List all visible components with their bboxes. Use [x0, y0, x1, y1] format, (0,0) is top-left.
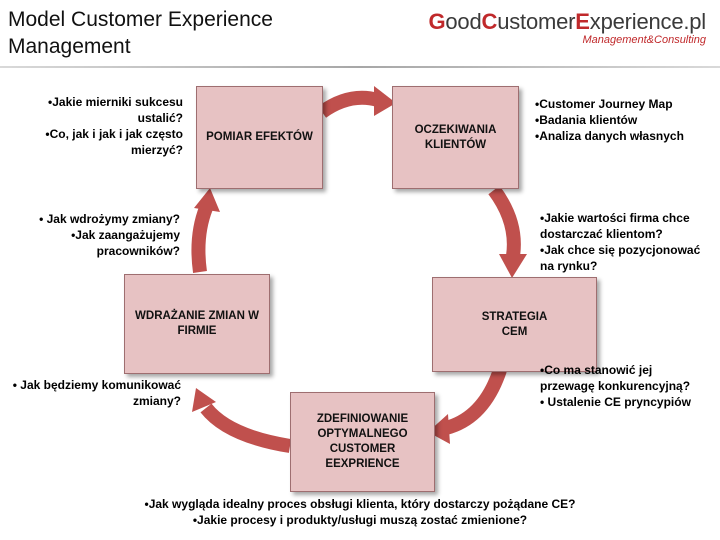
- note-line: • Jak będziemy komunikować zmiany?: [12, 378, 181, 408]
- note-line: •Jak wygląda idealny proces obsługi klie…: [144, 497, 576, 511]
- box-pomiar-efektow: POMIAR EFEKTÓW: [196, 86, 323, 189]
- note-low-left: • Jak będziemy komunikować zmiany?: [0, 377, 181, 409]
- header-divider: [0, 66, 720, 68]
- box-zdefiniowanie: ZDEFINIOWANIE OPTYMALNEGO CUSTOMER EEXPR…: [290, 392, 435, 492]
- note-line: •Analiza danych własnych: [535, 129, 684, 143]
- arrow-wdrazanie-to-pomiar: [191, 188, 220, 273]
- box-oczekiwania-klientow: OCZEKIWANIA KLIENTÓW: [392, 86, 519, 189]
- logo: GoodCustomerExperience.pl Management&Con…: [428, 9, 706, 47]
- note-top-right: •Customer Journey Map •Badania klientów …: [535, 96, 715, 144]
- box-strategia-cem: STRATEGIA CEM: [432, 277, 597, 372]
- note-mid-left: • Jak wdrożymy zmiany? •Jak zaangażujemy…: [30, 211, 180, 259]
- note-low-right: •Co ma stanowić jej przewagę konkurencyj…: [540, 362, 710, 410]
- note-line: •Jakie mierniki sukcesu ustalić?: [48, 95, 183, 125]
- logo-wordmark: GoodCustomerExperience.pl: [428, 9, 706, 34]
- note-line: • Ustalenie CE pryncypiów: [540, 395, 691, 409]
- arrow-oczekiwania-to-strategia: [488, 185, 527, 278]
- logo-tagline: Management&Consulting: [582, 34, 706, 46]
- note-line: •Co, jak i jak i jak często mierzyć?: [45, 127, 183, 157]
- note-top-left: •Jakie mierniki sukcesu ustalić? •Co, ja…: [0, 94, 183, 158]
- note-line: •Jakie wartości firma chce dostarczać kl…: [540, 211, 690, 241]
- note-bottom: •Jak wygląda idealny proces obsługi klie…: [60, 496, 660, 528]
- note-line: •Badania klientów: [535, 113, 638, 127]
- note-mid-right: •Jakie wartości firma chce dostarczać kl…: [540, 210, 710, 274]
- note-line: •Jak chce się pozycjonować na rynku?: [540, 243, 701, 273]
- arrow-strategia-to-zdefiniowanie: [428, 367, 507, 444]
- note-line: • Jak wdrożymy zmiany?: [39, 212, 180, 226]
- page-title: Model Customer Experience Management: [8, 8, 273, 58]
- note-line: •Co ma stanowić jej przewagę konkurencyj…: [540, 363, 691, 393]
- arrow-zdefiniowanie-to-wdrazanie: [192, 388, 292, 453]
- box-wdrazanie-zmian: WDRAŻANIE ZMIAN W FIRMIE: [124, 274, 270, 374]
- note-line: •Customer Journey Map: [535, 97, 673, 111]
- note-line: •Jak zaangażujemy pracowników?: [71, 228, 180, 258]
- arrow-pomiar-to-oczekiwania: [317, 86, 396, 118]
- note-line: •Jakie procesy i produkty/usługi muszą z…: [192, 513, 528, 527]
